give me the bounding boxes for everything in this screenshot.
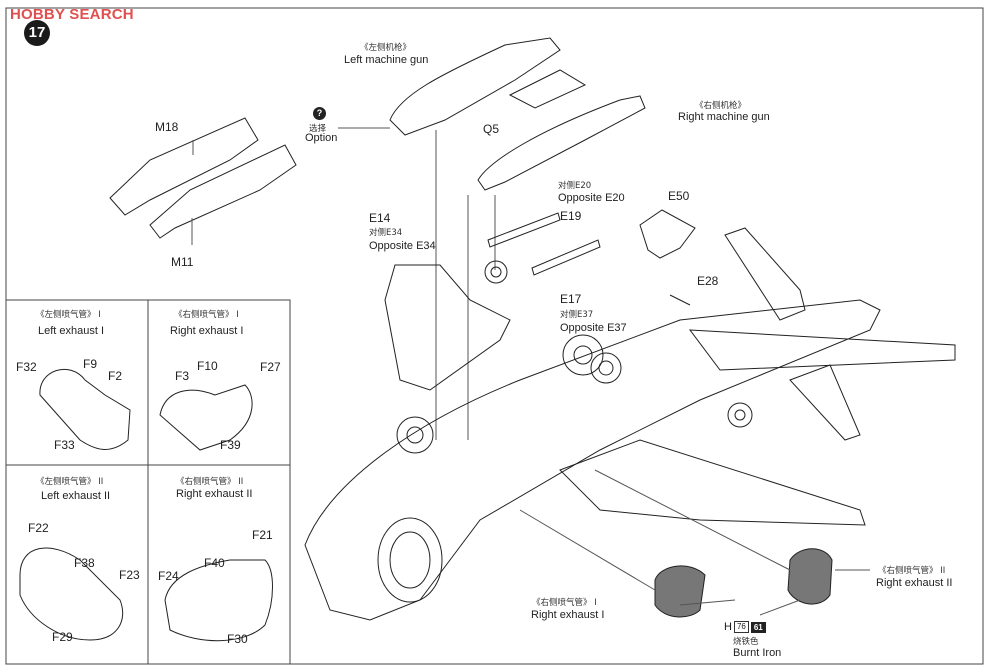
question-icon: ? (313, 107, 326, 120)
part-label-e20-cn: 对侧E20 (558, 181, 592, 191)
part-label-f9: F9 (83, 357, 98, 371)
paint-code-number-1: 76 (733, 621, 749, 633)
part-label-f2: F2 (108, 369, 123, 383)
part-label-f21: F21 (252, 528, 273, 542)
part-label-m18: M18 (155, 120, 179, 134)
part-label-f22: F22 (28, 521, 49, 535)
part-label-f27: F27 (260, 360, 281, 374)
step-number-badge: 17 (24, 20, 50, 46)
right-exhaust-i-label-cn: 《右侧喷气管》 I (532, 598, 597, 608)
part-label-m11: M11 (171, 255, 194, 269)
part-label-e28: E28 (697, 274, 719, 288)
part-label-f24: F24 (158, 569, 179, 583)
part-label-e37: Opposite E37 (560, 322, 627, 334)
panel-left-exhaust-i-title: Left exhaust I (38, 325, 105, 337)
panel-right-exhaust-i-cn: 《右侧喷气管》 I (174, 310, 239, 320)
panel-right-exhaust-i-title: Right exhaust I (170, 325, 244, 337)
part-label-f39: F39 (220, 438, 241, 452)
panel-right-exhaust-ii-title: Right exhaust II (176, 488, 253, 500)
panel-left-exhaust-ii-cn: 《左侧喷气管》 II (36, 477, 104, 487)
part-label-e17: E17 (560, 292, 582, 306)
left-gun-label: Left machine gun (344, 54, 429, 66)
part-label-f32: F32 (16, 360, 37, 374)
right-gun-label: Right machine gun (678, 111, 770, 123)
option-label: Option (305, 132, 338, 144)
option-label-cn: 选择 (309, 124, 327, 134)
part-label-f29: F29 (52, 630, 73, 644)
part-label-e14: E14 (369, 211, 391, 225)
part-label-f23: F23 (119, 568, 140, 582)
part-label-e34: Opposite E34 (369, 240, 436, 252)
part-label-f10: F10 (197, 359, 218, 373)
part-label-e20: Opposite E20 (558, 192, 625, 204)
paint-code-number-2: 61 (750, 621, 766, 633)
part-label-e50: E50 (668, 189, 690, 203)
right-exhaust-ii-label-cn: 《右侧喷气管》 II (878, 566, 946, 576)
panel-left-exhaust-ii-title: Left exhaust II (41, 490, 111, 502)
part-label-q5: Q5 (483, 122, 500, 136)
panel-right-exhaust-ii-cn: 《右侧喷气管》 II (176, 477, 244, 487)
right-gun-label-cn: 《右侧机枪》 (695, 101, 747, 111)
right-exhaust-i-label: Right exhaust I (531, 609, 605, 621)
part-label-f33: F33 (54, 438, 75, 452)
panel-left-exhaust-i-cn: 《左侧喷气管》 I (36, 310, 101, 320)
part-label-e19: E19 (560, 209, 582, 223)
part-label-f40: F40 (204, 556, 225, 570)
left-gun-label-cn: 《左侧机枪》 (360, 43, 412, 53)
right-exhaust-ii-label: Right exhaust II (876, 577, 953, 589)
part-label-e34-cn: 对侧E34 (369, 228, 403, 238)
paint-code: H 76 61 (724, 621, 766, 633)
part-label-e37-cn: 对侧E37 (560, 310, 594, 320)
paint-name-cn: 烧铁色 (733, 637, 759, 647)
hobby-search-logo: HOBBY SEARCH (10, 6, 134, 23)
part-label-f38: F38 (74, 556, 95, 570)
paint-name: Burnt Iron (733, 647, 782, 659)
paint-code-letter: H (724, 621, 732, 633)
part-label-f3: F3 (175, 369, 190, 383)
part-label-f30: F30 (227, 632, 248, 646)
